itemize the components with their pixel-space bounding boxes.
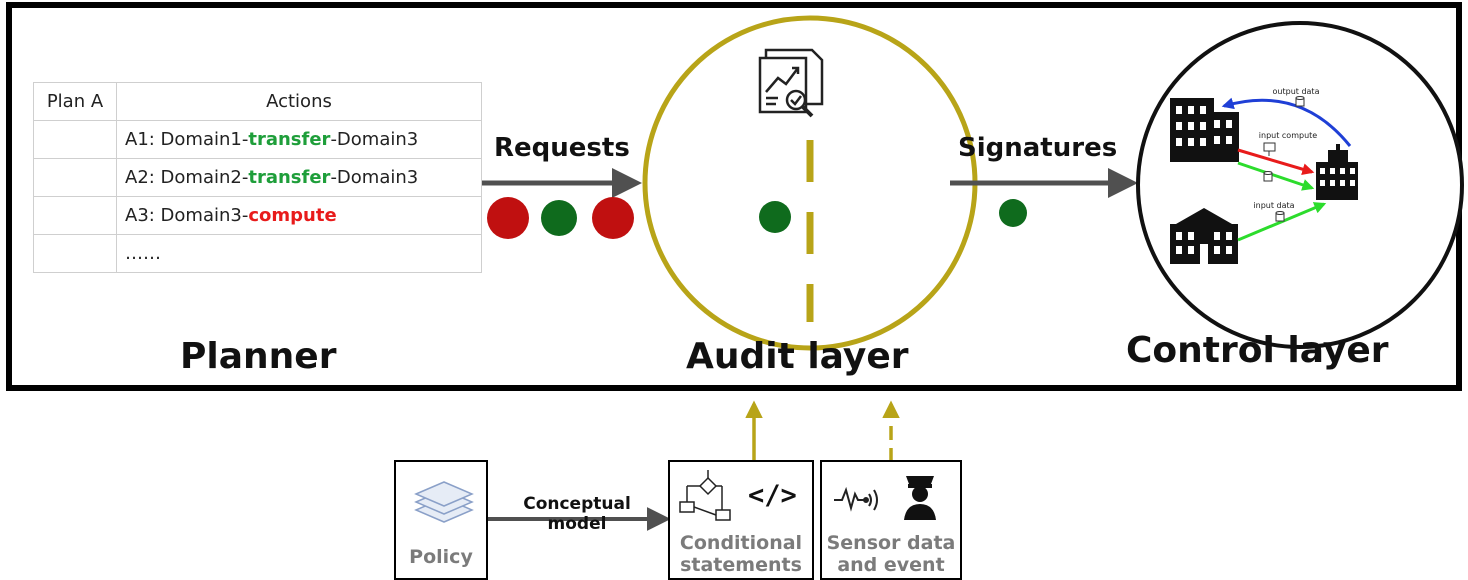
- request-dot-green: [541, 200, 577, 236]
- output-data-label: output data: [1273, 87, 1320, 96]
- input-data-flow: [1237, 202, 1327, 242]
- police-officer-icon: [904, 476, 936, 520]
- policy-box: Policy: [394, 460, 488, 580]
- input-compute-flow: [1237, 148, 1315, 176]
- policy-stack-icon: [414, 481, 474, 523]
- input-data-label: input data: [1253, 201, 1294, 210]
- compute-chip-icon: [1263, 142, 1276, 156]
- request-dot-red: [487, 197, 529, 239]
- control-layer-label: Control layer: [1126, 330, 1389, 371]
- request-dot-red: [592, 197, 634, 239]
- requests-label: Requests: [494, 133, 630, 163]
- conceptual-model-label: Conceptual model: [523, 494, 631, 534]
- action-cell: ……: [116, 234, 482, 273]
- sensor-data-label: Sensor data and event: [826, 532, 956, 576]
- database-icon: [1263, 96, 1305, 222]
- policy-label: Policy: [409, 546, 473, 568]
- audit-dot-green: [759, 201, 791, 233]
- building-icon: [1170, 208, 1238, 264]
- signatures-label: Signatures: [958, 133, 1118, 163]
- sensor-and-police-icons: [834, 476, 936, 520]
- input-data-flow: [1237, 161, 1315, 191]
- table-row: A2: Domain2-transfer-Domain3: [33, 158, 482, 197]
- planner-label: Planner: [180, 336, 337, 377]
- action-cell: A1: Domain1-transfer-Domain3: [116, 120, 482, 159]
- sensor-icon: [834, 486, 878, 512]
- code-icon: </>: [748, 480, 797, 511]
- table-row: A1: Domain1-transfer-Domain3: [33, 120, 482, 159]
- output-data-flow: [1221, 97, 1352, 147]
- audit-layer-label: Audit layer: [686, 336, 909, 377]
- building-icon: [1316, 144, 1358, 200]
- action-cell: A3: Domain3-compute: [116, 196, 482, 235]
- action-cell: A2: Domain2-transfer-Domain3: [116, 158, 482, 197]
- plan-table: Plan A Actions A1: Domain1-transfer-Doma…: [33, 82, 482, 273]
- building-icon: [1170, 98, 1239, 162]
- table-row: A3: Domain3-compute: [33, 196, 482, 235]
- flowchart-icon: [679, 470, 731, 521]
- conditional-statements-label: Conditional statements: [679, 532, 803, 576]
- signature-dot-green: [999, 199, 1027, 227]
- table-row: ……: [33, 234, 482, 273]
- sensor-data-box: Sensor data and event: [820, 460, 962, 580]
- input-compute-label: input compute: [1259, 131, 1317, 140]
- audit-report-icon: [758, 48, 824, 118]
- conditional-statements-box: </> Conditional statements: [668, 460, 814, 580]
